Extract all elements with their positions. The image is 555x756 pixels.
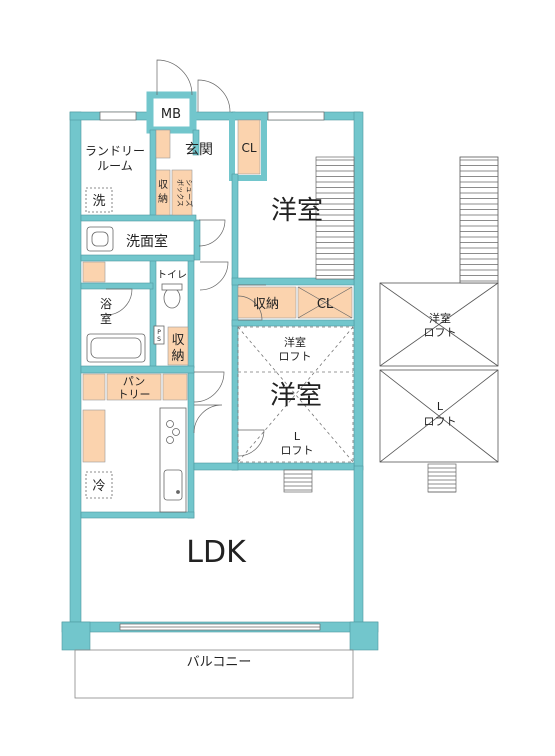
shoebox-label-1: シューズ — [185, 179, 194, 207]
side-western-loft-label-1: 洋室 — [429, 311, 451, 325]
ps-label-2: S — [157, 336, 161, 343]
storage-label-1: 収 — [171, 333, 184, 348]
ps-label-1: P — [157, 329, 161, 336]
shoebox-label-2: ボックス — [176, 179, 184, 207]
bath-label-1: 浴 — [100, 297, 112, 311]
windows — [99, 111, 325, 631]
storage-small-label-2: 納 — [158, 192, 168, 205]
storage-small-label-1: 収 — [158, 179, 168, 191]
fridge-box — [85, 471, 113, 499]
washer-label: 洗 — [92, 194, 105, 209]
balcony-outline — [74, 649, 354, 699]
fixtures — [85, 187, 187, 513]
doors — [105, 59, 266, 457]
stair-lines-small — [284, 467, 456, 493]
toilet-bowl — [163, 287, 181, 309]
western-loft-label-2: ロフト — [279, 350, 312, 363]
storage-label-2: 納 — [171, 349, 184, 364]
mb-label: MB — [161, 107, 181, 122]
side-lofts — [379, 156, 499, 463]
entrance-label: 玄関 — [185, 141, 213, 158]
closet-mid-label: CL — [317, 297, 334, 312]
bath-label-2: 室 — [100, 311, 112, 326]
l-loft-label-1: L — [294, 430, 301, 443]
side-l-loft-label-2: ロフト — [424, 415, 457, 428]
washer-box — [85, 187, 113, 213]
loft-dashed-lines — [237, 326, 354, 463]
pantry-label-2: トリー — [118, 388, 151, 401]
room-labels: MB 玄関 ランドリー ルーム 洗 収 納 シューズ ボックス CL 洋室 洗面… — [85, 107, 457, 670]
western-room-1-label: 洋室 — [271, 196, 323, 226]
toilet-label: トイレ — [157, 270, 187, 281]
western-room-2-label: 洋室 — [270, 381, 322, 411]
washroom-label: 洗面室 — [126, 233, 168, 250]
fridge-label: 冷 — [92, 479, 105, 494]
storage-mid-label: 収納 — [253, 297, 279, 312]
l-loft-label-2: ロフト — [281, 444, 314, 457]
storage-areas — [82, 119, 353, 463]
ldk-label: LDK — [186, 535, 247, 570]
stair-lines-main — [316, 159, 354, 276]
stair-lines-side — [460, 159, 498, 282]
laundry-label-2: ルーム — [97, 159, 133, 173]
side-western-loft-label-2: ロフト — [424, 326, 457, 339]
pantry-label-1: パン — [123, 375, 146, 388]
closet-cross-marks — [297, 286, 353, 319]
laundry-label-1: ランドリー — [85, 144, 145, 158]
side-l-loft-label-1: L — [437, 400, 444, 413]
western-loft-label-1: 洋室 — [284, 335, 306, 349]
closet-top-label: CL — [241, 141, 256, 155]
balcony-label: バルコニー — [187, 655, 252, 670]
